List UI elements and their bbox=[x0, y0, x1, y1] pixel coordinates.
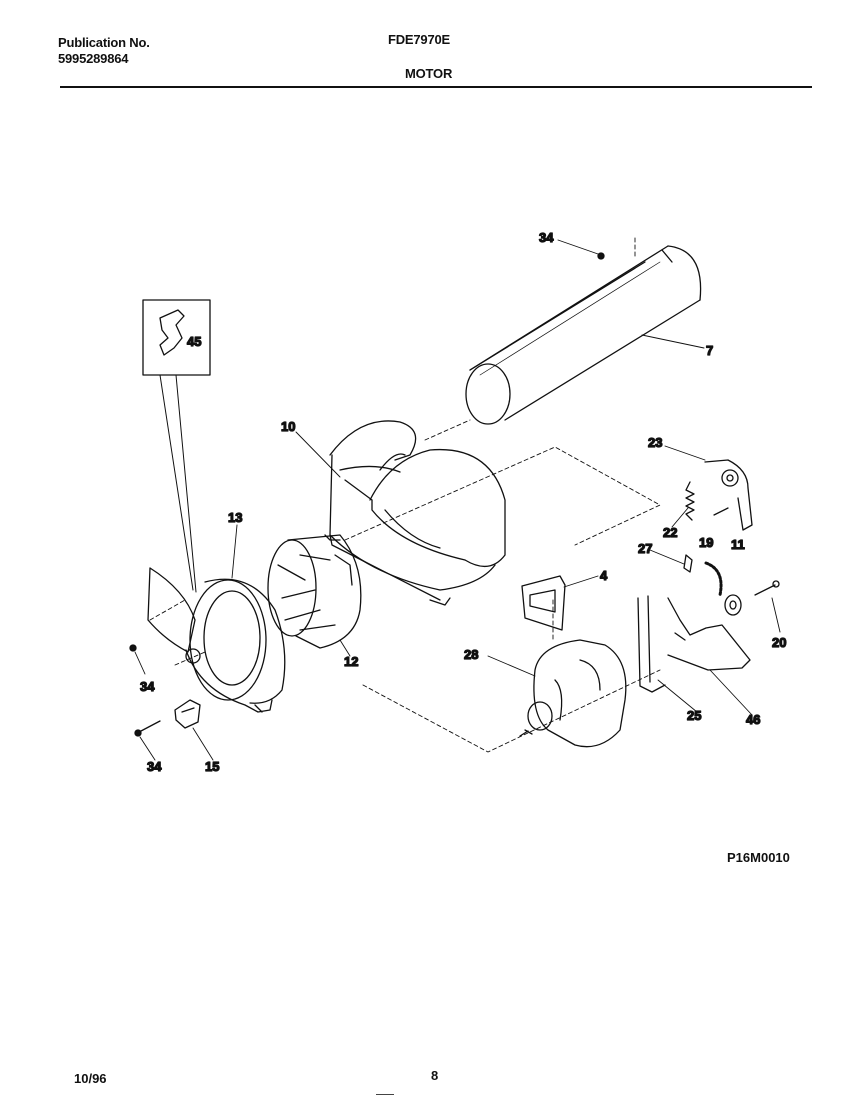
callout-19: 19 bbox=[699, 535, 713, 550]
publication-number: 5995289864 bbox=[58, 51, 129, 66]
callout-27: 27 bbox=[638, 541, 652, 556]
thermostat-part-15 bbox=[174, 699, 201, 729]
exhaust-duct-part-7 bbox=[465, 245, 702, 425]
callout-13: 13 bbox=[228, 510, 242, 525]
callout-25: 25 bbox=[687, 708, 701, 723]
callout-34-top: 34 bbox=[539, 230, 554, 245]
blower-wheel-part-12 bbox=[267, 534, 362, 649]
figure-code: P16M0010 bbox=[727, 850, 790, 865]
callout-7: 7 bbox=[706, 343, 713, 358]
screw-part-19 bbox=[713, 507, 729, 516]
footer-date: 10/96 bbox=[74, 1071, 107, 1086]
callout-15: 15 bbox=[205, 759, 219, 774]
spring-part-22 bbox=[685, 481, 695, 521]
header-rule bbox=[60, 86, 812, 88]
callout-34-bottom: 34 bbox=[147, 759, 162, 774]
callout-46: 46 bbox=[746, 712, 760, 727]
clip-part-27 bbox=[683, 554, 723, 597]
idler-bracket-part-23 bbox=[704, 459, 753, 531]
leader-lines bbox=[134, 239, 781, 761]
motor-part-28 bbox=[519, 639, 627, 748]
callout-20: 20 bbox=[772, 635, 786, 650]
inset-box-part-45 bbox=[142, 299, 211, 593]
callout-4: 4 bbox=[600, 568, 608, 583]
callout-11: 11 bbox=[731, 537, 745, 552]
callout-10: 10 bbox=[281, 419, 295, 434]
section-title: MOTOR bbox=[405, 66, 453, 81]
bulkhead-plate-part-13 bbox=[147, 567, 286, 713]
assembly-guide-lines bbox=[149, 237, 661, 753]
screw-part-34-bottom bbox=[134, 720, 161, 737]
footer-mark bbox=[376, 1094, 394, 1095]
callout-labels: 34 45 7 10 13 23 22 19 11 27 4 12 28 20 … bbox=[139, 229, 787, 774]
callout-34-left: 34 bbox=[140, 679, 155, 694]
publication-label: Publication No. bbox=[58, 35, 150, 50]
callout-22: 22 bbox=[663, 525, 677, 540]
screw-part-34-left bbox=[129, 644, 137, 652]
motor-bracket-part-46 bbox=[667, 597, 751, 671]
page-number: 8 bbox=[431, 1068, 439, 1083]
screw-part-34-top bbox=[597, 252, 605, 260]
idler-pulley-part-11 bbox=[724, 594, 742, 616]
callout-28: 28 bbox=[464, 647, 478, 662]
blower-housing-part-10 bbox=[329, 420, 506, 606]
callout-45: 45 bbox=[187, 334, 201, 349]
motor-bracket-part-25 bbox=[637, 595, 666, 693]
mount-part-4 bbox=[521, 575, 566, 631]
bolt-part-20 bbox=[754, 580, 780, 596]
callout-23: 23 bbox=[648, 435, 662, 450]
callout-12: 12 bbox=[344, 654, 358, 669]
model-number: FDE7970E bbox=[388, 32, 450, 47]
